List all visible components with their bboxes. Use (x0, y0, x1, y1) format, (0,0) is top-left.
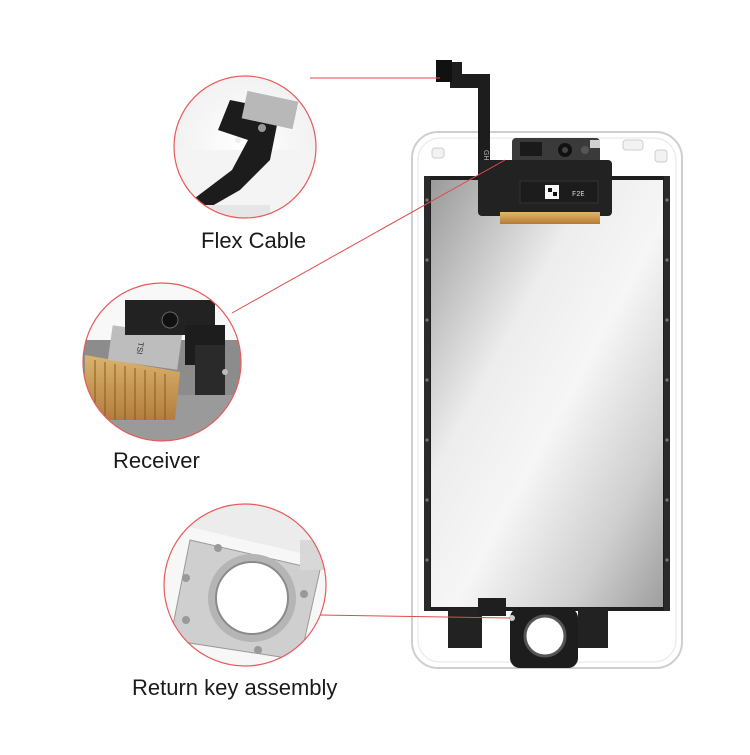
lcd-screen (424, 176, 670, 611)
sticker-text: F2E (572, 191, 585, 199)
return-key-label: Return key assembly (132, 675, 338, 700)
screen-rail-dots (425, 198, 669, 562)
zoom-flex-cable (173, 75, 317, 219)
zoom-return-key (163, 503, 327, 667)
zoom-receiver: TSI (82, 282, 242, 442)
home-button-area (448, 598, 608, 668)
callout-lines (231, 77, 511, 619)
earpiece-bracket (512, 138, 600, 166)
flex-cable-label: Flex Cable (201, 228, 307, 253)
receiver-text: TSI (135, 341, 146, 355)
receiver-label: Receiver (113, 448, 200, 473)
lcd-connector-block: F2E (478, 160, 612, 224)
